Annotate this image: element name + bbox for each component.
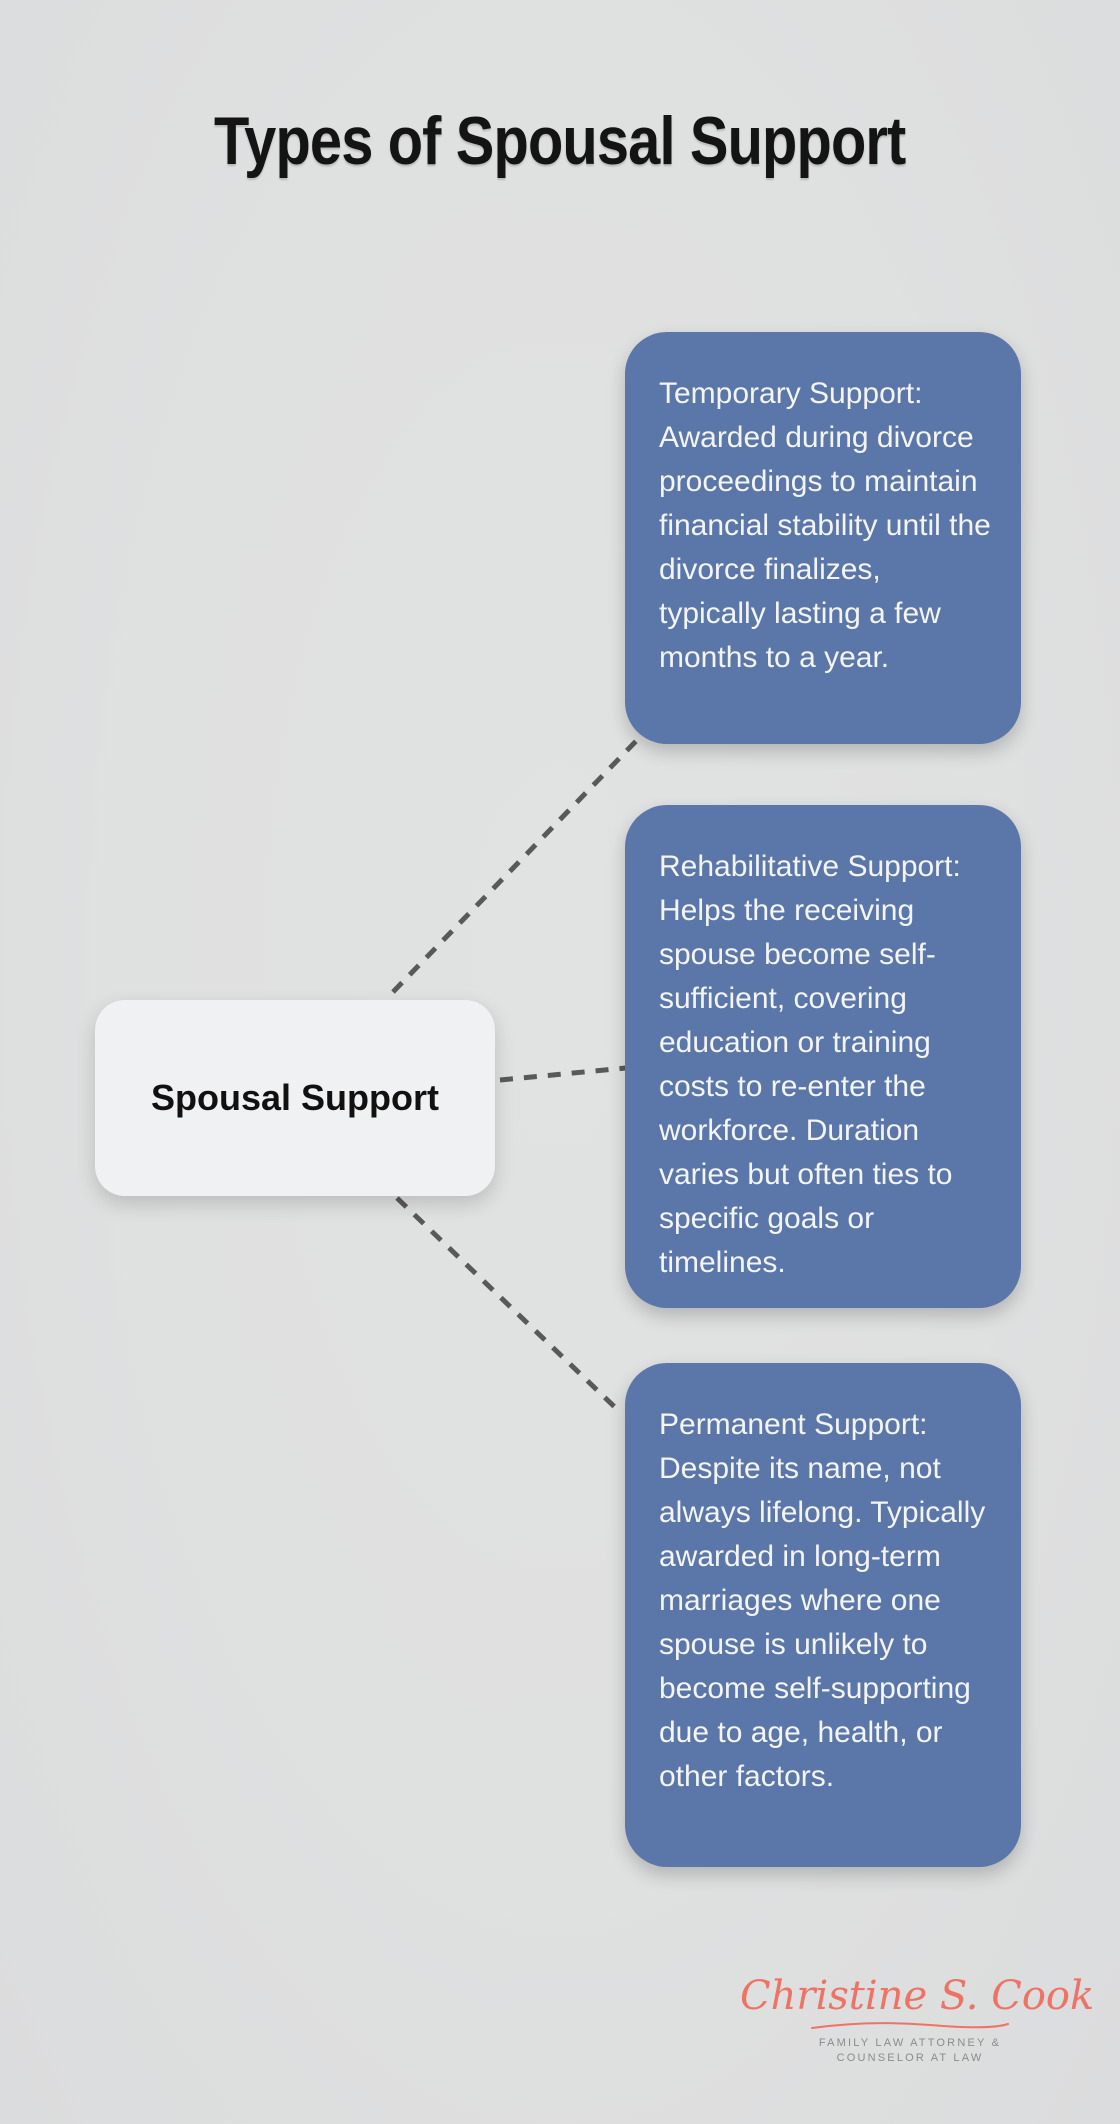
logo-tagline-line2: COUNSELOR AT LAW [836,2052,984,2064]
node-temporary-support: Temporary Support: Awarded during divorc… [625,332,1021,744]
rehabilitative-support-text: Rehabilitative Support: Helps the receiv… [659,850,961,1279]
connector-permanent [395,1196,624,1416]
temporary-support-text: Temporary Support: Awarded during divorc… [659,377,991,674]
node-permanent-support: Permanent Support: Despite its name, not… [625,1363,1021,1867]
logo-signature: Christine S. Cook [740,1973,1095,2019]
permanent-support-text: Permanent Support: Despite its name, not… [659,1408,986,1793]
node-rehabilitative-support: Rehabilitative Support: Helps the receiv… [625,805,1021,1308]
page-title: Types of Spousal Support [214,103,906,179]
node-spousal-support: Spousal Support [95,1000,495,1196]
logo-tagline-line1: FAMILY LAW ATTORNEY & [818,2037,1002,2049]
brand-logo: Christine S. Cook FAMILY LAW ATTORNEY & … [740,1972,1095,2066]
connector-rehabilitative [499,1065,627,1083]
title-container: Types of Spousal Support [0,102,1120,180]
connector-temporary [391,734,643,994]
root-node-label: Spousal Support [151,1077,439,1118]
logo-swash-underline [811,2022,1009,2029]
